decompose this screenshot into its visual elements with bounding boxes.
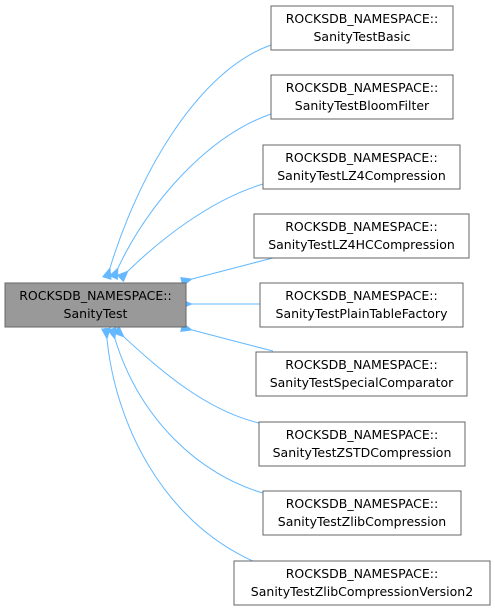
derived-node-namespace: ROCKSDB_NAMESPACE:: [286,566,438,581]
base-class-namespace: ROCKSDB_NAMESPACE:: [19,288,171,303]
edge-sanitytestzlibcompression [106,327,264,494]
edge-sanitytestspecialcomparator [180,322,274,352]
derived-node-name: SanityTestSpecialComparator [270,375,454,390]
derived-node-name: SanityTestPlainTableFactory [276,306,449,321]
derived-node-name: SanityTestLZ4HCCompression [268,237,455,252]
derived-node-sanitytestzlibcompression[interactable]: ROCKSDB_NAMESPACE:: SanityTestZlibCompre… [262,490,462,536]
derived-node-namespace: ROCKSDB_NAMESPACE:: [285,357,437,372]
derived-node-namespace: ROCKSDB_NAMESPACE:: [286,496,438,511]
edge-sanitytestbasic [101,44,272,280]
base-class-node[interactable]: ROCKSDB_NAMESPACE:: SanityTest [4,282,187,328]
derived-node-name: SanityTestBasic [314,29,411,44]
edge-sanitytestlz4hccompression [180,257,274,287]
base-class-name: SanityTest [64,306,128,321]
derived-node-name: SanityTestZlibCompressionVersion2 [251,584,473,599]
derived-node-sanitytestplaintablefactory[interactable]: ROCKSDB_NAMESPACE:: SanityTestPlainTable… [259,282,464,328]
edges [100,44,274,563]
derived-node-sanitytestlz4compression[interactable]: ROCKSDB_NAMESPACE:: SanityTestLZ4Compres… [262,144,461,190]
edge-sanitytestzlibcompressionversion2 [100,327,256,563]
derived-node-namespace: ROCKSDB_NAMESPACE:: [286,11,438,26]
derived-node-sanitytestlz4hccompression[interactable]: ROCKSDB_NAMESPACE:: SanityTestLZ4HCCompr… [253,213,470,259]
derived-node-name: SanityTestZlibCompression [278,514,446,529]
derived-node-namespace: ROCKSDB_NAMESPACE:: [286,80,438,95]
derived-node-namespace: ROCKSDB_NAMESPACE:: [286,427,438,442]
edge-sanitytestbloomfilter [108,113,272,281]
edge-sanitytestzstdcompression [112,325,260,424]
edge-sanitytestlz4compression [116,183,264,283]
derived-node-sanitytestbloomfilter[interactable]: ROCKSDB_NAMESPACE:: SanityTestBloomFilte… [270,74,454,120]
derived-node-sanitytestbasic[interactable]: ROCKSDB_NAMESPACE:: SanityTestBasic [270,5,454,51]
derived-node-sanitytestzstdcompression[interactable]: ROCKSDB_NAMESPACE:: SanityTestZSTDCompre… [258,421,466,467]
derived-node-name: SanityTestBloomFilter [295,98,430,113]
derived-node-name: SanityTestLZ4Compression [277,168,446,183]
derived-node-namespace: ROCKSDB_NAMESPACE:: [285,219,437,234]
derived-node-sanitytestspecialcomparator[interactable]: ROCKSDB_NAMESPACE:: SanityTestSpecialCom… [255,351,468,397]
derived-node-name: SanityTestZSTDCompression [273,445,452,460]
derived-node-sanitytestzlibcompressionversion2[interactable]: ROCKSDB_NAMESPACE:: SanityTestZlibCompre… [233,560,491,606]
derived-node-namespace: ROCKSDB_NAMESPACE:: [285,150,437,165]
derived-node-namespace: ROCKSDB_NAMESPACE:: [285,288,437,303]
